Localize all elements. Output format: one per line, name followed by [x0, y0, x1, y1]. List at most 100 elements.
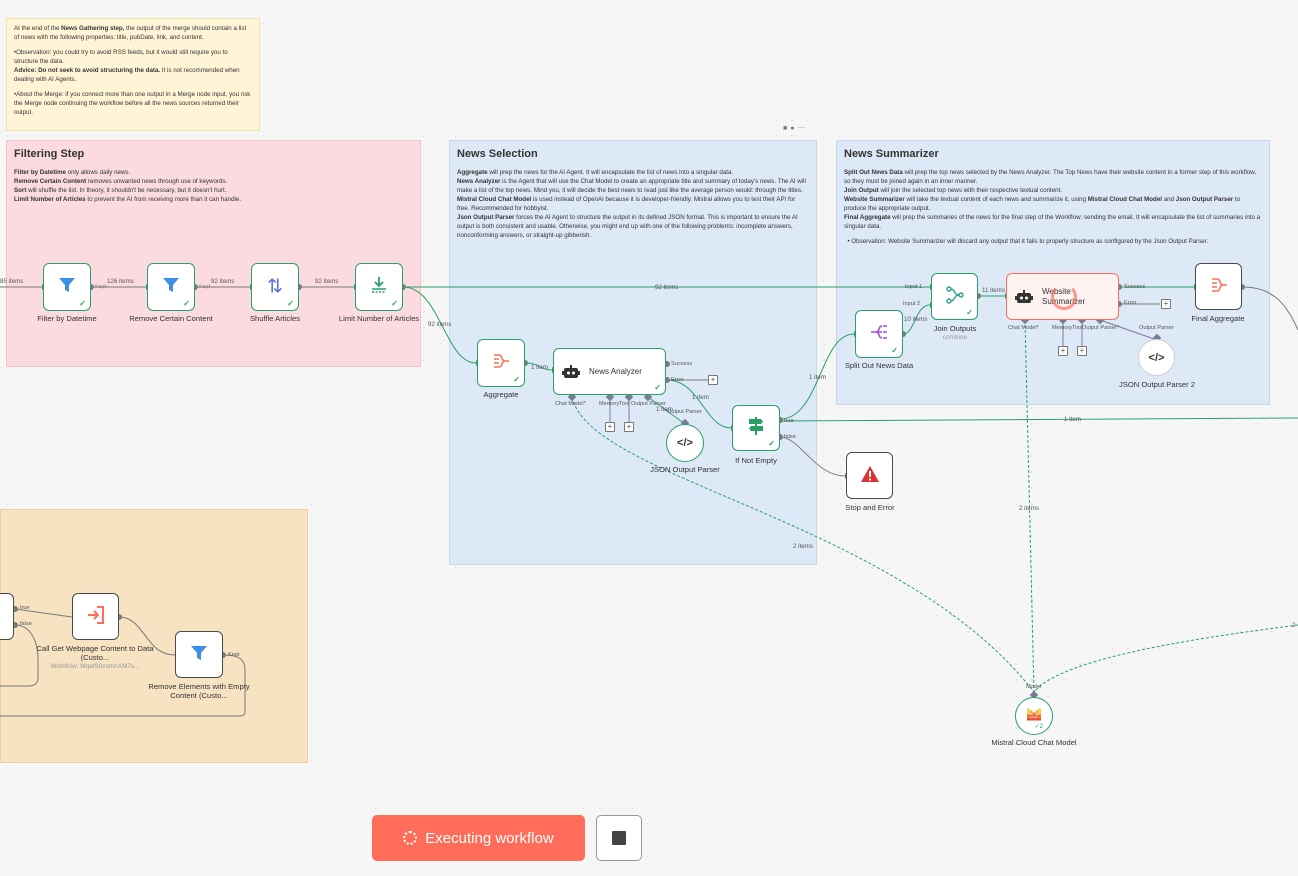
add-memory-button[interactable]: +	[1058, 346, 1068, 356]
edge-label: 2 items	[1019, 505, 1039, 512]
node-limit-articles[interactable]: ✓	[355, 263, 403, 311]
node-call-get-webpage[interactable]	[72, 593, 119, 640]
node-label: JSON Output Parser 2	[1119, 380, 1195, 389]
connection-line	[779, 417, 1298, 422]
node-stop-and-error[interactable]	[846, 452, 893, 499]
node-remove-certain-content[interactable]: ✓	[147, 263, 195, 311]
edge-branch-label: Kept	[95, 284, 107, 290]
sticky-toolbar-icons[interactable]: ■●⋯	[783, 125, 808, 132]
port-label-error: Error	[671, 377, 684, 383]
node-split-out-news-data[interactable]: ✓	[855, 310, 903, 358]
filter-icon	[57, 275, 77, 299]
edge-label: 10 items	[904, 316, 928, 323]
node-news-analyzer[interactable]: News Analyzer ✓	[553, 348, 666, 395]
edge-label: 2 items	[793, 543, 813, 550]
edge-label: 85 items	[0, 278, 24, 285]
success-check-icon: ✓	[79, 299, 86, 308]
filtering-step-title: Filtering Step	[14, 148, 85, 160]
node-final-aggregate[interactable]	[1195, 263, 1242, 310]
signpost-icon	[746, 416, 766, 440]
edge-label: 1 item	[656, 406, 673, 413]
limit-icon	[369, 275, 389, 299]
node-shuffle-articles[interactable]: ⇅ ✓	[251, 263, 299, 311]
execute-workflow-icon	[86, 605, 106, 629]
port-label-output-parser: Output Parser	[667, 409, 702, 415]
port-label-tool: Tool	[1072, 325, 1083, 331]
port-label-true: true	[20, 605, 30, 611]
port-label-output-parser: Output Parser	[631, 401, 666, 407]
node-label: Final Aggregate	[1191, 314, 1245, 323]
port-label-tool: Tool	[619, 401, 630, 407]
port-label-output-parser: Output Parser	[1139, 325, 1174, 331]
node-remove-empty-content[interactable]	[175, 631, 223, 678]
edge-label: 11 items	[982, 287, 1005, 294]
port-label-success: Success	[1124, 284, 1146, 290]
mistral-logo-icon	[1027, 708, 1041, 724]
port-label-kept: Kept	[228, 652, 240, 658]
node-aggregate[interactable]: ✓	[477, 339, 525, 387]
split-out-icon	[869, 322, 889, 346]
node-json-output-parser[interactable]: </>	[666, 424, 704, 462]
success-check-icon: ✓	[513, 375, 520, 384]
port-label-false: false	[20, 621, 32, 627]
success-check-icon: ✓2	[1034, 724, 1043, 730]
executing-workflow-label: Executing workflow	[425, 829, 554, 847]
port-label-input2: Input 2	[903, 301, 921, 307]
edge-label: 1 item	[1064, 416, 1081, 423]
node-website-summarizer[interactable]: Website Summarizer	[1006, 273, 1119, 320]
sticky-note-news-gathering[interactable]: At the end of the News Gathering step, t…	[6, 18, 260, 131]
add-node-button[interactable]: +	[708, 375, 718, 385]
node-label: Join Outputs	[933, 324, 977, 333]
node-label: Remove Certain Content	[129, 314, 213, 323]
node-join-outputs[interactable]: ✓	[931, 273, 978, 320]
port-label-memory: Memory	[599, 401, 620, 407]
add-node-button[interactable]: +	[1161, 299, 1171, 309]
edge-label: 92 items	[655, 284, 679, 291]
add-memory-button[interactable]: +	[605, 422, 615, 432]
port-label-true: true	[784, 418, 794, 424]
node-if-partial[interactable]	[0, 593, 14, 640]
node-mistral-cloud-chat-model[interactable]: ✓2	[1015, 697, 1053, 735]
aggregate-icon	[1209, 275, 1229, 299]
edge-label: 1 item	[531, 364, 548, 371]
node-filter-by-datetime[interactable]: ✓	[43, 263, 91, 311]
port-label-error: Error	[1124, 300, 1137, 306]
add-tool-button[interactable]: +	[624, 422, 634, 432]
node-label: Shuffle Articles	[249, 314, 301, 323]
node-label: Remove Elements with Empty Content (Cust…	[148, 682, 250, 701]
node-label: Mistral Cloud Chat Model	[991, 738, 1077, 747]
edge-label: 92 items	[428, 321, 452, 328]
success-check-icon: ✓	[391, 299, 398, 308]
edge-label: 92 items	[315, 278, 339, 285]
port-label-output-parser: Output Parser*	[1082, 325, 1119, 331]
ai-connection-line	[1033, 624, 1298, 693]
add-tool-button[interactable]: +	[1077, 346, 1087, 356]
robot-icon	[1015, 289, 1033, 303]
success-check-icon: ✓	[654, 383, 661, 392]
node-label: Stop and Error	[845, 503, 895, 512]
node-label: Filter by Datetime	[37, 314, 97, 323]
node-if-not-empty[interactable]: ✓	[732, 405, 780, 451]
stop-execution-button[interactable]	[596, 815, 642, 861]
sort-arrows-icon: ⇅	[267, 276, 283, 298]
node-subtitle: combine	[942, 334, 968, 341]
filter-icon	[161, 275, 181, 299]
filter-icon	[189, 643, 209, 667]
executing-workflow-button[interactable]: Executing workflow	[372, 815, 585, 861]
edge-label: 1 item	[809, 374, 826, 381]
port-label-memory: Memory	[1052, 325, 1073, 331]
port-label-success: Success	[671, 361, 693, 367]
sticky-note-filtering-step[interactable]: Filtering Step Filter by Datetime only a…	[6, 140, 421, 367]
code-icon: </>	[1148, 351, 1165, 364]
edge-label: 1 item	[692, 394, 709, 401]
news-summarizer-title: News Summarizer	[844, 148, 939, 160]
success-check-icon: ✓	[183, 299, 190, 308]
sticky-note-orange[interactable]	[0, 509, 308, 763]
aggregate-icon	[491, 351, 511, 375]
node-label: JSON Output Parser	[650, 465, 720, 474]
node-label: Aggregate	[483, 390, 519, 399]
success-check-icon: ✓	[768, 439, 775, 448]
node-title: News Analyzer	[589, 367, 642, 376]
node-label: Split Out News Data	[844, 361, 914, 370]
node-json-output-parser-2[interactable]: </>	[1138, 339, 1175, 376]
